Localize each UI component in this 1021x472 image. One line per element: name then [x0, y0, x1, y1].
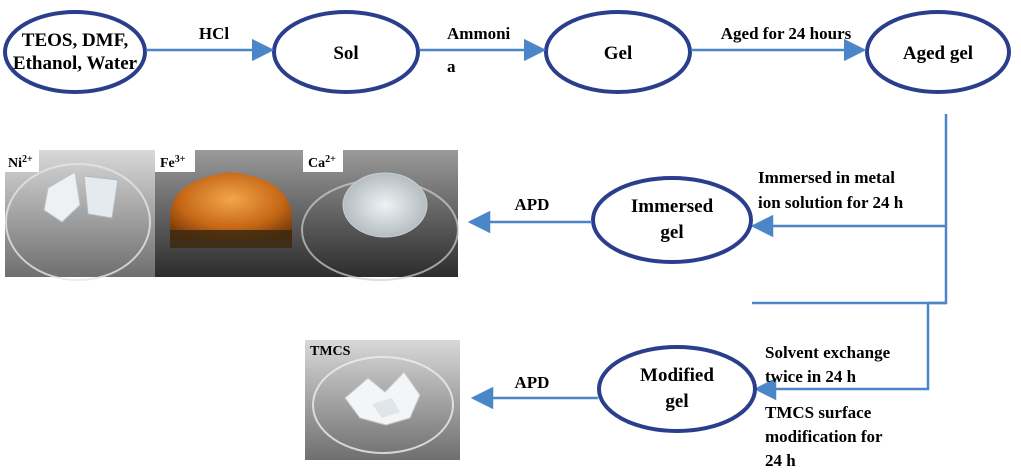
node-start-line-1: TEOS, DMF, [22, 30, 129, 51]
node-aged-gel: Aged gel [865, 10, 1011, 94]
node-sol-label: Sol [333, 43, 358, 64]
edge-immersed-line-1: Immersed in metal [758, 168, 895, 187]
photo-ni-aerogel: Ni2+ [5, 150, 155, 281]
edge-ammonia-line-1: Ammoni [447, 24, 511, 43]
node-gel: Gel [544, 10, 692, 94]
node-immersed-gel: Immersed gel [591, 176, 753, 264]
node-aged-gel-label: Aged gel [903, 43, 973, 64]
node-modified-line-1: Modified [640, 365, 714, 386]
edge-ammonia-line-2: a [447, 57, 456, 76]
photo-fe-label: Fe3+ [160, 154, 186, 171]
node-start-line-2: Ethanol, Water [13, 53, 138, 74]
node-sol: Sol [272, 10, 420, 94]
photo-ca-aerogel: Ca2+ [301, 150, 459, 281]
edge-aged-label: Aged for 24 hours [721, 24, 852, 43]
node-start: TEOS, DMF, Ethanol, Water [3, 10, 147, 94]
edge-apd-1-label: APD [515, 195, 550, 214]
arrow-aged-to-modified [753, 301, 946, 401]
edge-solvent-line-1: Solvent exchange [765, 343, 891, 362]
photo-ca-label: Ca2+ [308, 154, 336, 171]
edge-immersed-line-2: ion solution for 24 h [758, 193, 904, 212]
edge-hcl-label: HCl [199, 24, 230, 43]
edge-apd-2-label: APD [515, 373, 550, 392]
edge-solvent-line-2: twice in 24 h [765, 367, 857, 386]
photo-tmcs-label: TMCS [310, 344, 351, 359]
node-immersed-line-1: Immersed [631, 196, 714, 217]
node-gel-label: Gel [604, 43, 633, 64]
photo-tmcs-aerogel: TMCS [305, 340, 460, 460]
photo-ni-label: Ni2+ [8, 154, 33, 171]
node-modified-line-2: gel [665, 391, 688, 412]
edge-tmcs-line-2: modification for [765, 427, 883, 446]
node-immersed-line-2: gel [660, 222, 683, 243]
node-modified-gel: Modified gel [597, 345, 757, 433]
photo-fe-aerogel: Fe3+ [155, 150, 303, 277]
edge-tmcs-line-1: TMCS surface [765, 403, 872, 422]
edge-tmcs-line-3: 24 h [765, 451, 796, 470]
